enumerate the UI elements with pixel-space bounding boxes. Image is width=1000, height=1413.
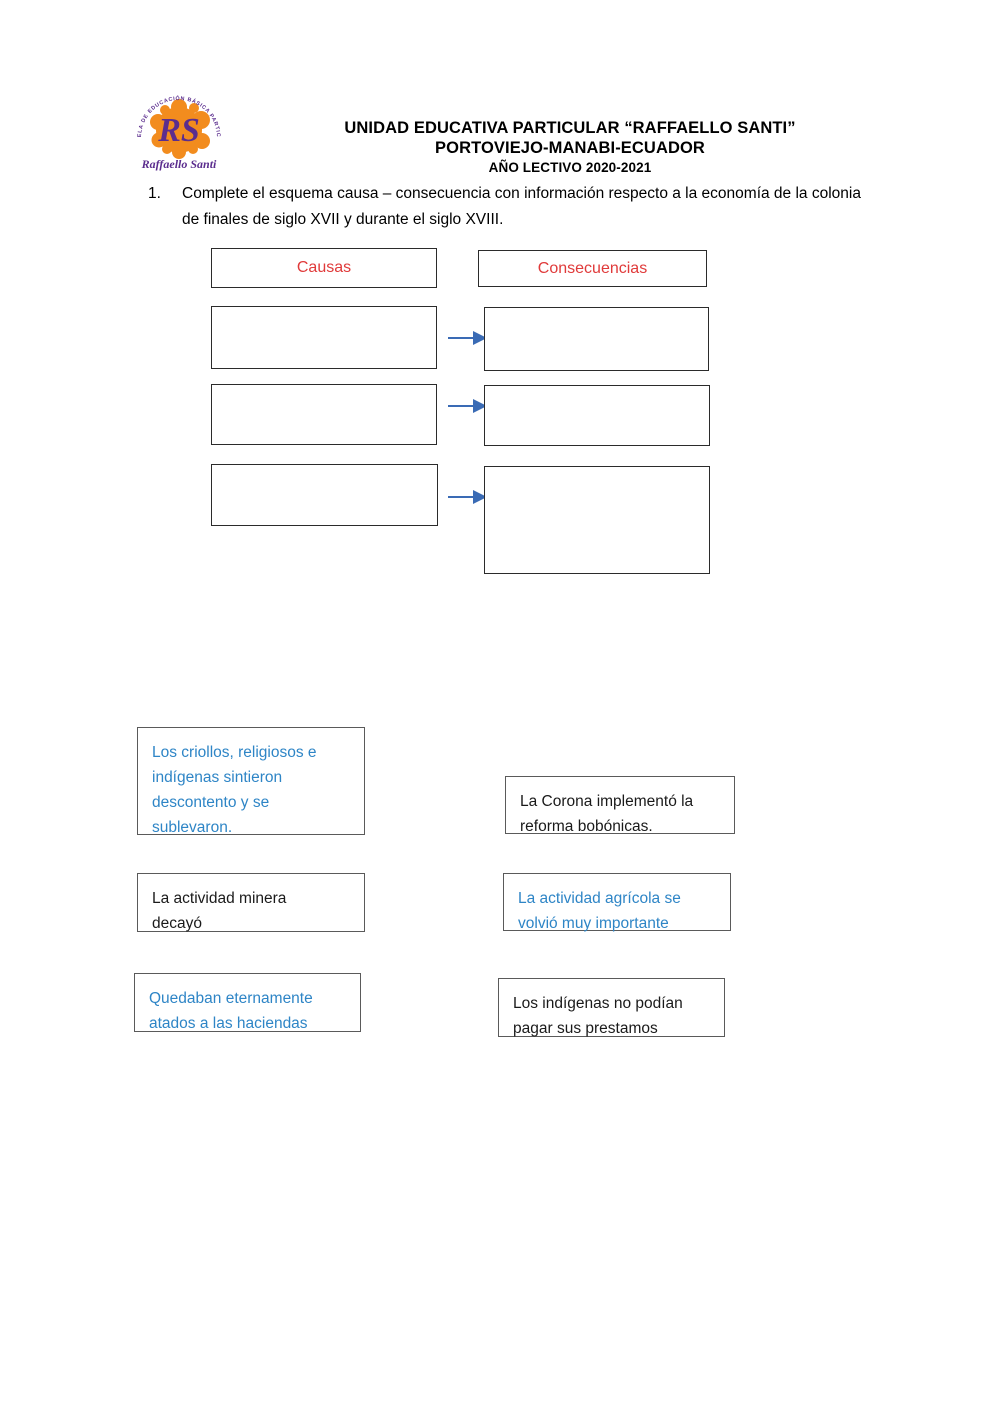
institution-header: UNIDAD EDUCATIVA PARTICULAR “RAFFAELLO S… (240, 118, 900, 177)
answer-option-3-text: La actividad minera decayó (152, 890, 287, 932)
header-line-location: PORTOVIEJO-MANABI-ECUADOR (435, 139, 705, 157)
answer-option-1-text: Los criollos, religiosos e indígenas sin… (152, 744, 317, 836)
cause-dropzone-3[interactable] (211, 464, 438, 526)
column-header-consecuencias-label: Consecuencias (537, 259, 648, 277)
answer-option-4[interactable]: La actividad agrícola se volvió muy impo… (503, 873, 731, 932)
header-line-institution: UNIDAD EDUCATIVA PARTICULAR “RAFFAELLO S… (344, 119, 796, 137)
school-logo-icon: RS ESCUELA DE EDUCACIÓN BÁSICA PARTICULA… (129, 82, 221, 171)
cause-dropzone-2[interactable] (211, 384, 437, 445)
svg-text:RS: RS (157, 112, 200, 149)
answer-option-2-text: La Corona implementó la reforma bobónica… (520, 793, 694, 835)
header-line-school-year: AÑO LECTIVO 2020-2021 (488, 160, 652, 175)
arrow-right-icon-2 (448, 399, 487, 413)
column-header-causas: Causas (211, 248, 437, 288)
answer-option-1[interactable]: Los criollos, religiosos e indígenas sin… (137, 727, 365, 836)
answer-option-5-text: Quedaban eternamente atados a las hacien… (149, 990, 313, 1032)
answer-option-6-text: Los indígenas no podían pagar sus presta… (513, 995, 683, 1037)
column-header-consecuencias: Consecuencias (478, 250, 707, 287)
answer-option-4-text: La actividad agrícola se volvió muy impo… (518, 890, 681, 932)
instruction-item: 1. Complete el esquema causa – consecuen… (148, 181, 878, 233)
consequence-dropzone-1[interactable] (484, 307, 709, 371)
consequence-dropzone-2[interactable] (484, 385, 710, 446)
instruction-text: Complete el esquema causa – consecuencia… (182, 185, 861, 228)
answer-option-5[interactable]: Quedaban eternamente atados a las hacien… (134, 973, 361, 1032)
instruction-number: 1. (148, 185, 161, 202)
arrow-right-icon-3 (448, 490, 487, 504)
logo-script-text: Raffaello Santi (141, 157, 217, 171)
column-header-causas-label: Causas (296, 259, 352, 276)
answer-option-3[interactable]: La actividad minera decayó (137, 873, 365, 932)
arrow-right-icon-1 (448, 331, 487, 345)
answer-option-6[interactable]: Los indígenas no podían pagar sus presta… (498, 978, 725, 1037)
school-logo: RS ESCUELA DE EDUCACIÓN BÁSICA PARTICULA… (129, 82, 227, 178)
cause-dropzone-1[interactable] (211, 306, 437, 369)
answer-option-2[interactable]: La Corona implementó la reforma bobónica… (505, 776, 735, 835)
consequence-dropzone-3[interactable] (484, 466, 710, 574)
